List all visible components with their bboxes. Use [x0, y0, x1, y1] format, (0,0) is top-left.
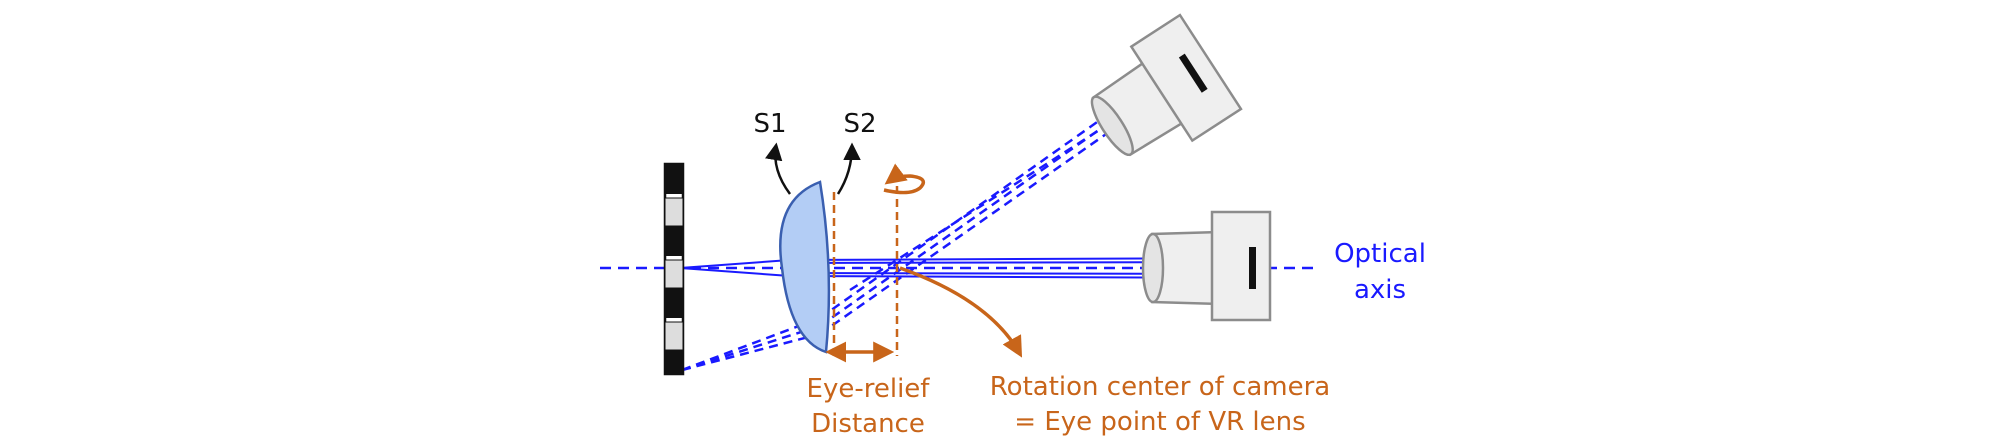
label-optical-axis-line2: axis	[1354, 275, 1406, 305]
camera-rotated-icon	[1090, 13, 1243, 157]
label-rotation-center-line1: Rotation center of camera	[990, 372, 1330, 402]
camera-icon	[1141, 210, 1272, 322]
label-eye-relief-line1: Eye-relief	[807, 374, 931, 404]
rotation-arrow-icon	[883, 163, 926, 195]
label-eye-relief-line2: Distance	[811, 409, 925, 436]
label-optical-axis-line1: Optical	[1334, 239, 1426, 269]
label-rotation-center-line2: = Eye point of VR lens	[1014, 407, 1305, 436]
surface-s2-arrow	[836, 142, 861, 195]
surface-s1-arrow	[765, 142, 792, 195]
checker-target-icon	[663, 162, 685, 376]
eye-relief-guides	[832, 186, 899, 356]
rotation-center-pointer	[899, 266, 1023, 358]
vr-lens-icon	[779, 180, 831, 354]
label-s1: S1	[753, 109, 786, 139]
label-s2: S2	[843, 109, 876, 139]
